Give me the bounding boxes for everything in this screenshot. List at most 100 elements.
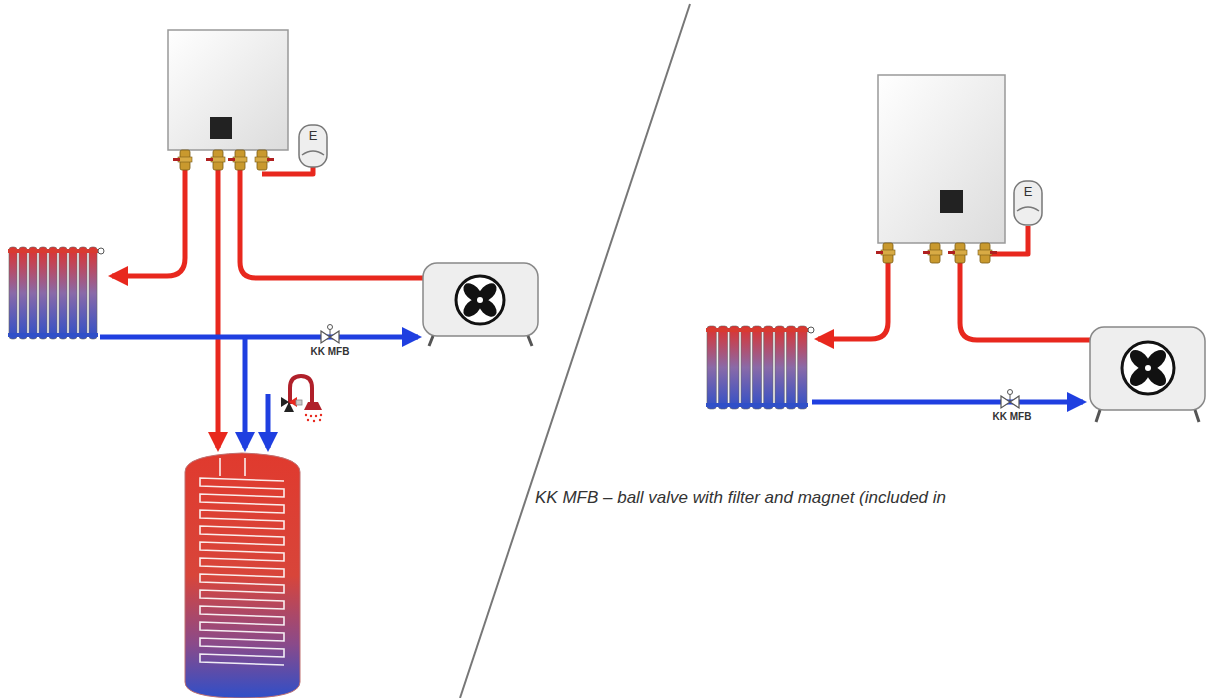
drawing-part [8,333,98,337]
drawing-part [210,117,232,139]
drawing-part [706,403,808,407]
drawing-part [928,250,942,255]
drawing-part [9,247,17,339]
drawing-part [173,158,180,161]
drawing-part [79,247,87,339]
drawing-part [262,166,313,174]
drawing-part [220,458,245,476]
ball-valve [1001,390,1019,409]
drawing-part [1122,342,1174,394]
drawing-part [423,263,538,336]
heat-pump [1090,327,1205,422]
drawing-part [310,415,312,417]
drawing-part [429,336,532,346]
drawing-part [228,158,235,161]
drawing-part [923,251,930,254]
drawing-part [812,400,1083,405]
drawing-part [206,158,213,161]
drawing-part [49,247,57,339]
vessel-body [1014,181,1042,225]
ball-valve [321,325,339,344]
drawing-part [8,249,98,253]
drawing-part [978,250,992,255]
drawing-part [940,190,963,213]
drawing-part [718,326,727,409]
drawing-part [1008,390,1013,395]
drawing-part [255,157,269,162]
divider-line [460,4,690,698]
drawing-part [460,280,485,305]
drawing-part [89,247,97,339]
drawing-part [881,250,895,255]
drawing-part [1096,410,1199,422]
radiator [706,326,814,409]
drawing-part [296,400,302,405]
drawing-part [320,414,322,416]
drawing-part [876,251,883,254]
drawing-part [948,251,955,254]
drawing-part [707,326,716,409]
drawing-part [240,165,424,278]
drawing-part [960,260,1090,340]
drawing-part [1145,365,1151,371]
drawing-part [456,276,504,324]
drawing-part [764,326,773,409]
drawing-part [741,326,750,409]
radiator [8,247,104,339]
drawing-part [243,337,248,448]
drawing-part [305,414,307,416]
drawing-part [775,326,784,409]
drawing-part [730,326,739,409]
drawing-part [304,402,322,410]
vessel-letter: E [298,124,328,142]
expansion-vessel: E [298,124,328,168]
drawing-part [59,247,67,339]
pipes-right [812,226,1090,402]
drawing-part [216,165,221,448]
vessel-body [299,125,327,167]
drawing-part [477,297,483,303]
drawing-part [752,326,761,409]
drawing-part [200,458,284,665]
heat-pump [423,263,538,346]
drawing-part [1126,346,1153,373]
drawing-part [100,335,418,340]
hot-water-cylinder [185,453,300,698]
drawing-part [878,75,1005,243]
drawing-part [233,157,247,162]
drawing-part [19,247,27,339]
drawing-part [953,250,967,255]
vessel-membrane [302,151,324,155]
drawing-part [328,325,333,330]
drawing-part [307,419,309,421]
drawing-part [1090,327,1205,410]
drawing-part [313,420,315,422]
drawing-part [315,415,317,417]
drawing-part [990,251,997,254]
valve-label: KK MFB [309,346,352,357]
drawing-part [266,394,271,448]
drawing-part [69,247,77,339]
drawing-part [456,276,504,324]
drawing-part [319,419,321,421]
drawing-part [39,247,47,339]
drawing-part [200,478,284,665]
drawing-part [112,165,185,276]
drawing-part [29,247,37,339]
drawing-part [267,158,274,161]
pipes-left [100,165,424,448]
caption-note: KK MFB – ball valve with filter and magn… [535,488,946,508]
drawing-part [98,248,104,254]
expansion-vessel: E [1013,180,1043,226]
drawing-part [786,326,795,409]
valve-label: KK MFB [991,411,1034,422]
boiler-fittings [173,150,997,263]
drawing-part [185,453,300,698]
boiler-unit [878,75,1005,243]
drawing-part [178,157,192,162]
drawing-part [818,260,888,339]
mixing-valve [281,397,302,412]
vessel-letter: E [1013,180,1043,198]
